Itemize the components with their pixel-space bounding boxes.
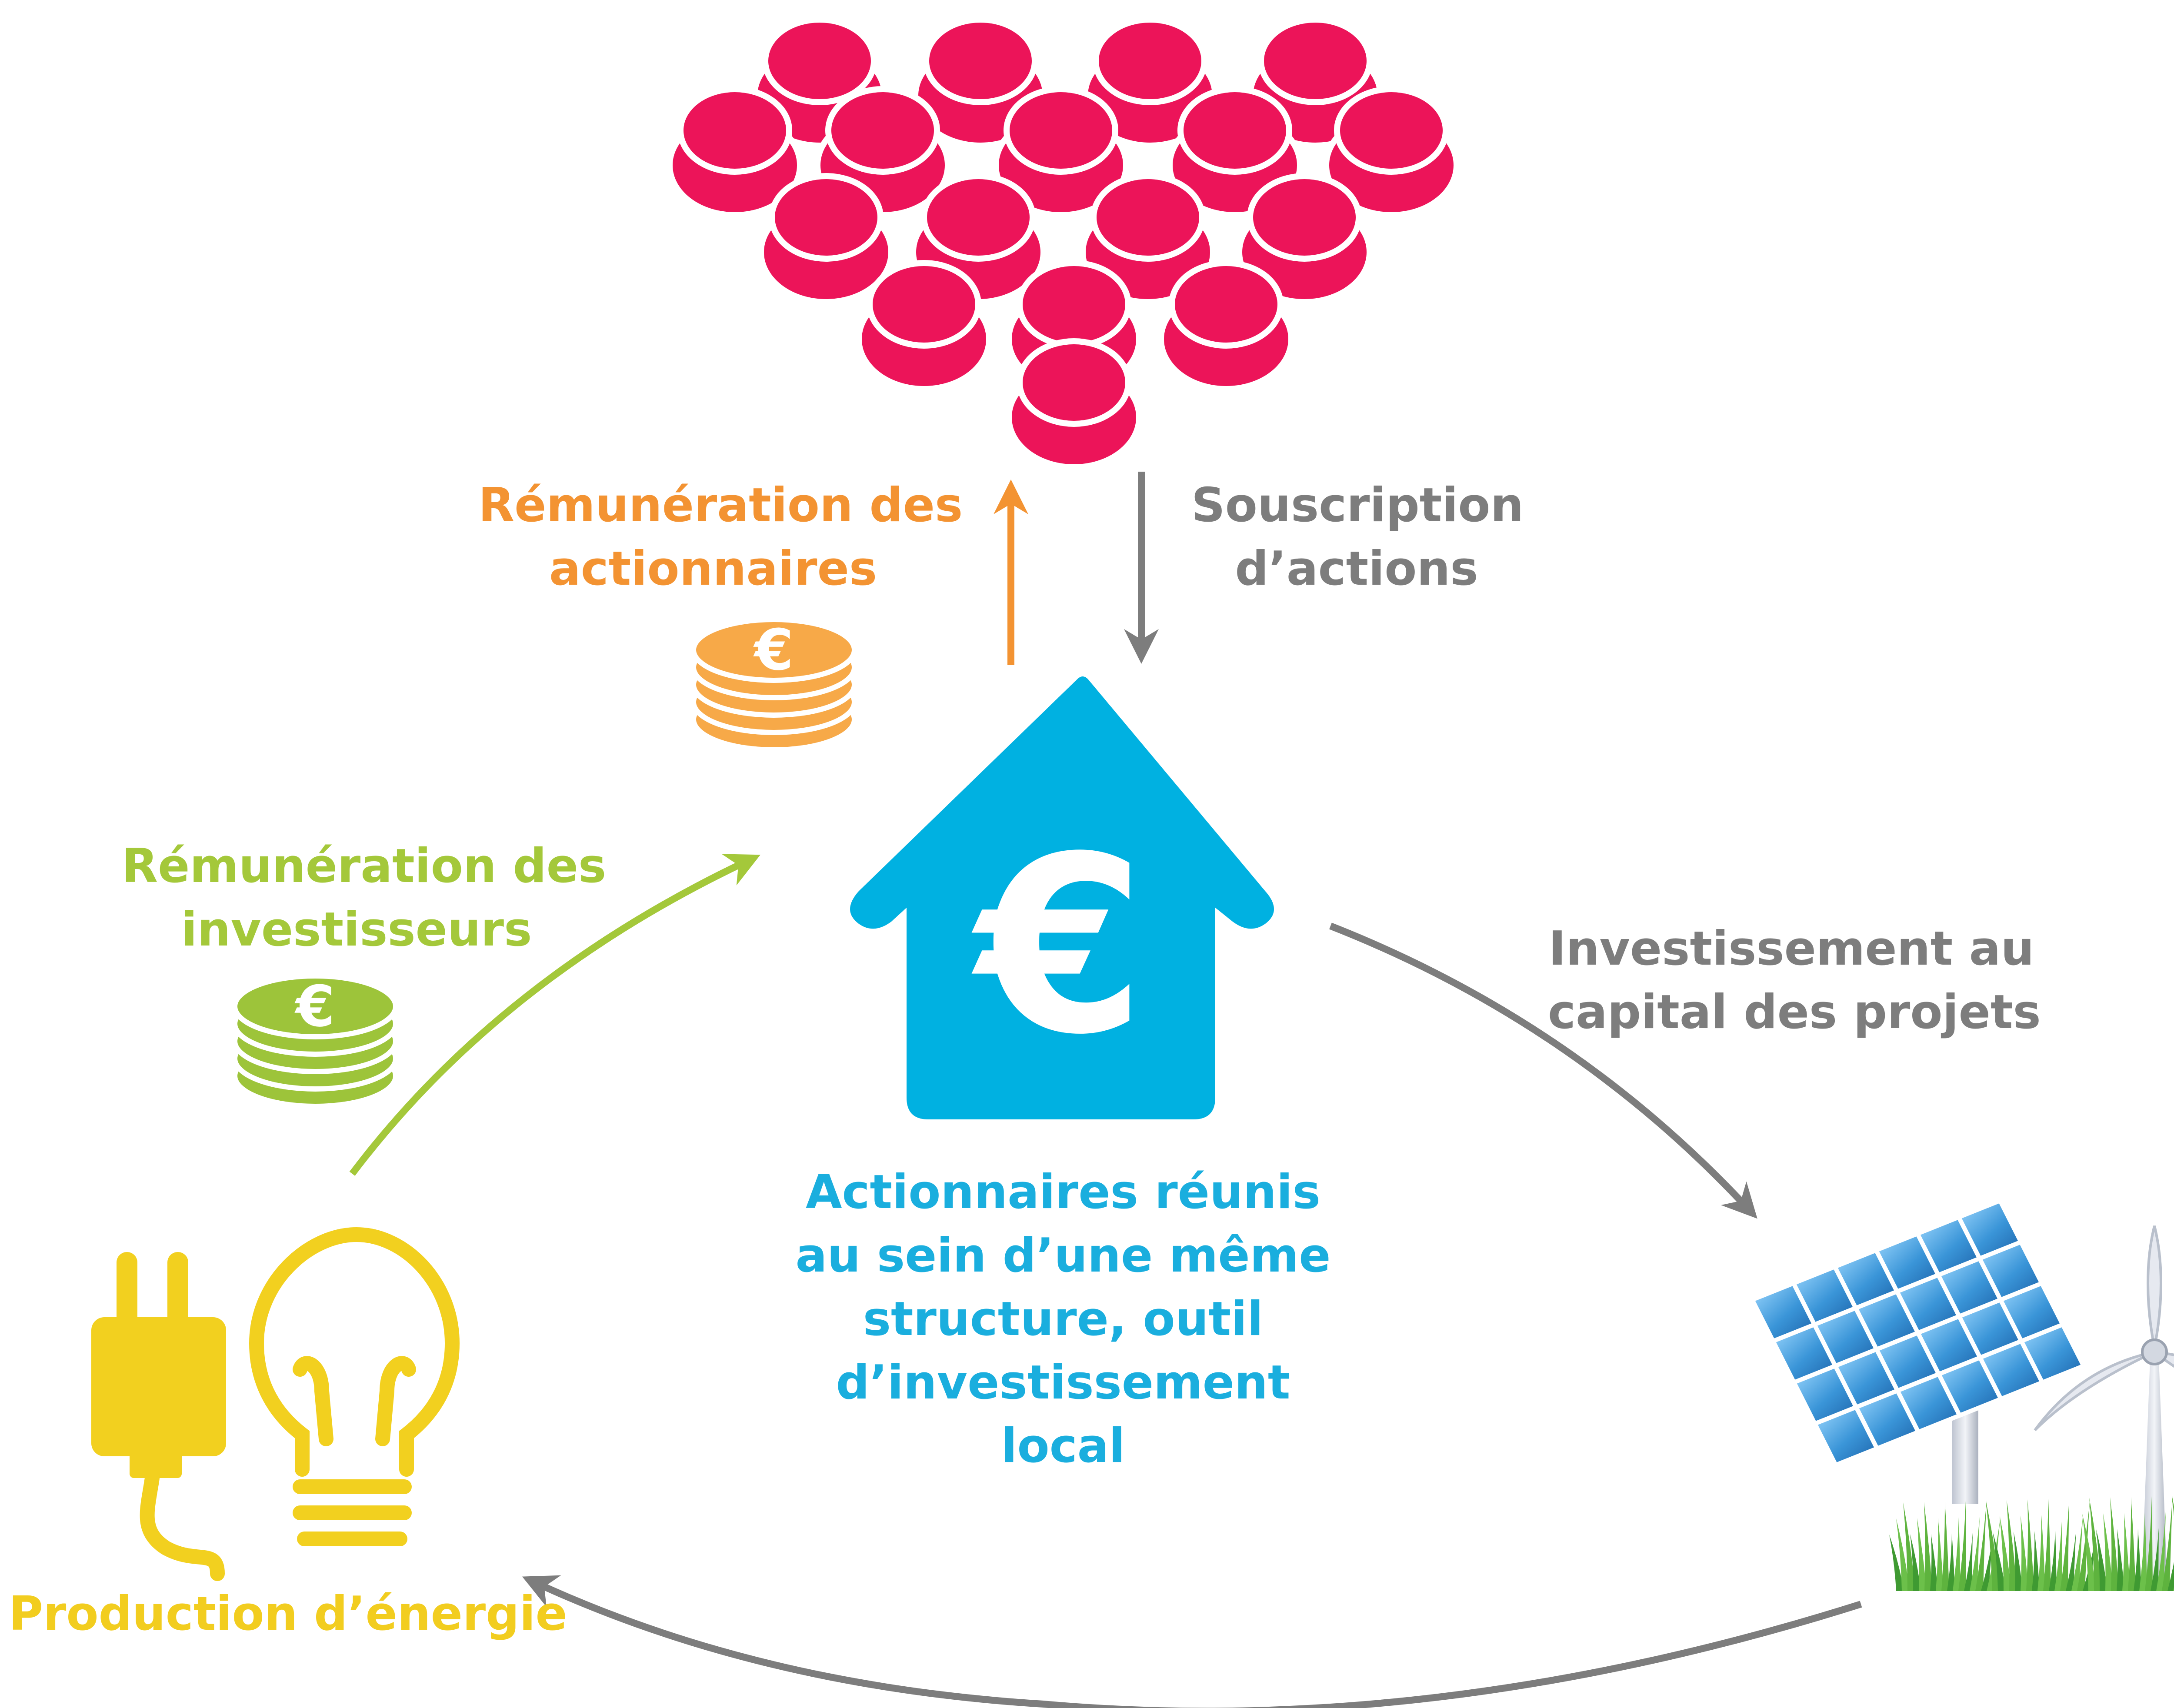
person-icon — [758, 173, 894, 305]
euro-symbol: € — [753, 617, 794, 683]
grass-blade — [1889, 1535, 1904, 1591]
grass-blade — [1953, 1517, 1961, 1591]
grass-blade — [2077, 1498, 2090, 1591]
euro-coin-stack-orange-icon: € — [691, 617, 857, 752]
arrow-investor-pay — [349, 854, 760, 1176]
grass-blade — [2043, 1499, 2051, 1591]
person-icon — [912, 17, 1049, 149]
grass-blade — [1986, 1500, 2000, 1591]
grass-blade — [1941, 1502, 1949, 1591]
arrow-project-investment — [1329, 922, 1757, 1219]
grass-blade — [1903, 1502, 1915, 1591]
label-subscription: Souscription d’actions — [1191, 474, 1524, 601]
label-energy-production: Production d’énergie — [9, 1587, 567, 1641]
label-center-structure: Actionnaires réunis au sein d’une même s… — [791, 1161, 1335, 1478]
grass-blade — [2128, 1497, 2136, 1591]
grass-blade — [2145, 1496, 2153, 1591]
grass-blade — [1924, 1502, 1932, 1591]
grass-blade — [2014, 1532, 2023, 1591]
grass-blade — [2066, 1530, 2076, 1591]
grass-blade — [2096, 1529, 2107, 1591]
euro-symbol: € — [294, 973, 335, 1039]
grass-blade — [2172, 1495, 2174, 1516]
label-line: actionnaires — [549, 542, 877, 596]
grass-blade — [2117, 1529, 2124, 1591]
label-line: Investissement au — [1548, 922, 2034, 976]
grass-blade — [1930, 1534, 1938, 1591]
grass-blade — [1947, 1533, 1955, 1591]
grass-blade — [2060, 1498, 2069, 1591]
power-plug-icon — [91, 1252, 226, 1581]
person-icon — [1006, 338, 1142, 470]
arrow-energy-return — [522, 1575, 1862, 1708]
grass-blade — [2049, 1531, 2057, 1591]
label-line: au sein d’une même — [795, 1229, 1331, 1283]
grass-blade — [2122, 1513, 2130, 1591]
label-shareholder-pay: Rémunération des actionnaires — [478, 474, 963, 601]
grass-blade — [2026, 1499, 2034, 1591]
grass-icon — [1889, 1495, 2174, 1591]
label-line: Rémunération des — [122, 839, 607, 893]
grass-blade — [2071, 1514, 2083, 1591]
person-icon — [1236, 173, 1373, 305]
grass-blade — [2167, 1562, 2174, 1591]
grass-blade — [1910, 1534, 1921, 1591]
person-icon — [1080, 173, 1216, 305]
grass-blade — [2103, 1513, 2113, 1591]
label-line: structure, outil — [863, 1292, 1264, 1346]
grass-blade — [1936, 1518, 1944, 1591]
grass-blade — [1896, 1518, 1910, 1591]
grass-blade — [2032, 1531, 2040, 1591]
grass-blade — [2037, 1515, 2045, 1591]
label-line: Rémunération des — [478, 478, 963, 533]
grass-blade — [1981, 1532, 1994, 1591]
person-icon — [993, 86, 1129, 218]
grass-blade — [1993, 1532, 2006, 1591]
grass-blade — [1958, 1501, 1966, 1591]
label-line: capital des projets — [1548, 985, 2041, 1039]
grass-blade — [2007, 1500, 2017, 1591]
grass-blade — [2134, 1528, 2141, 1591]
person-icon — [1158, 260, 1294, 392]
grass-blade — [2156, 1512, 2166, 1591]
grass-blade — [1970, 1517, 1980, 1591]
grass-blade — [1917, 1518, 1927, 1591]
person-icon — [667, 86, 803, 218]
people-crowd-icon — [667, 17, 1460, 470]
grass-blade — [1964, 1533, 1973, 1591]
grass-blade — [2089, 1498, 2102, 1591]
label-investor-pay: Rémunération des investisseurs — [122, 835, 607, 962]
label-project-investment: Investissement au capital des projets — [1548, 917, 2041, 1044]
light-bulb-icon — [249, 1227, 460, 1546]
grass-blade — [2000, 1516, 2011, 1591]
label-line: Souscription — [1191, 478, 1524, 533]
solar-panel-icon — [1749, 1198, 2087, 1504]
euro-coin-stack-green-icon: € — [232, 973, 398, 1109]
euro-house-icon: € — [850, 676, 1274, 1119]
grass-blade — [2054, 1515, 2062, 1591]
grass-blade — [2162, 1496, 2173, 1591]
person-icon — [856, 260, 992, 392]
grass-blade — [1975, 1501, 1987, 1591]
wind-turbine-icon — [2034, 1225, 2174, 1591]
label-line: Actionnaires réunis — [805, 1165, 1321, 1219]
label-line: d’investissement — [836, 1355, 1290, 1410]
grass-blade — [2021, 1515, 2028, 1591]
label-line: investisseurs — [181, 902, 532, 957]
grass-blade — [2110, 1497, 2119, 1591]
euro-symbol: € — [969, 805, 1146, 1088]
person-icon — [1323, 86, 1460, 218]
grass-blade — [2151, 1528, 2159, 1591]
grass-blade — [2139, 1512, 2147, 1591]
solar-cell — [2018, 1322, 2087, 1385]
grass-blade — [2082, 1514, 2096, 1591]
label-line: d’actions — [1235, 542, 1478, 596]
label-line: local — [1001, 1419, 1125, 1473]
